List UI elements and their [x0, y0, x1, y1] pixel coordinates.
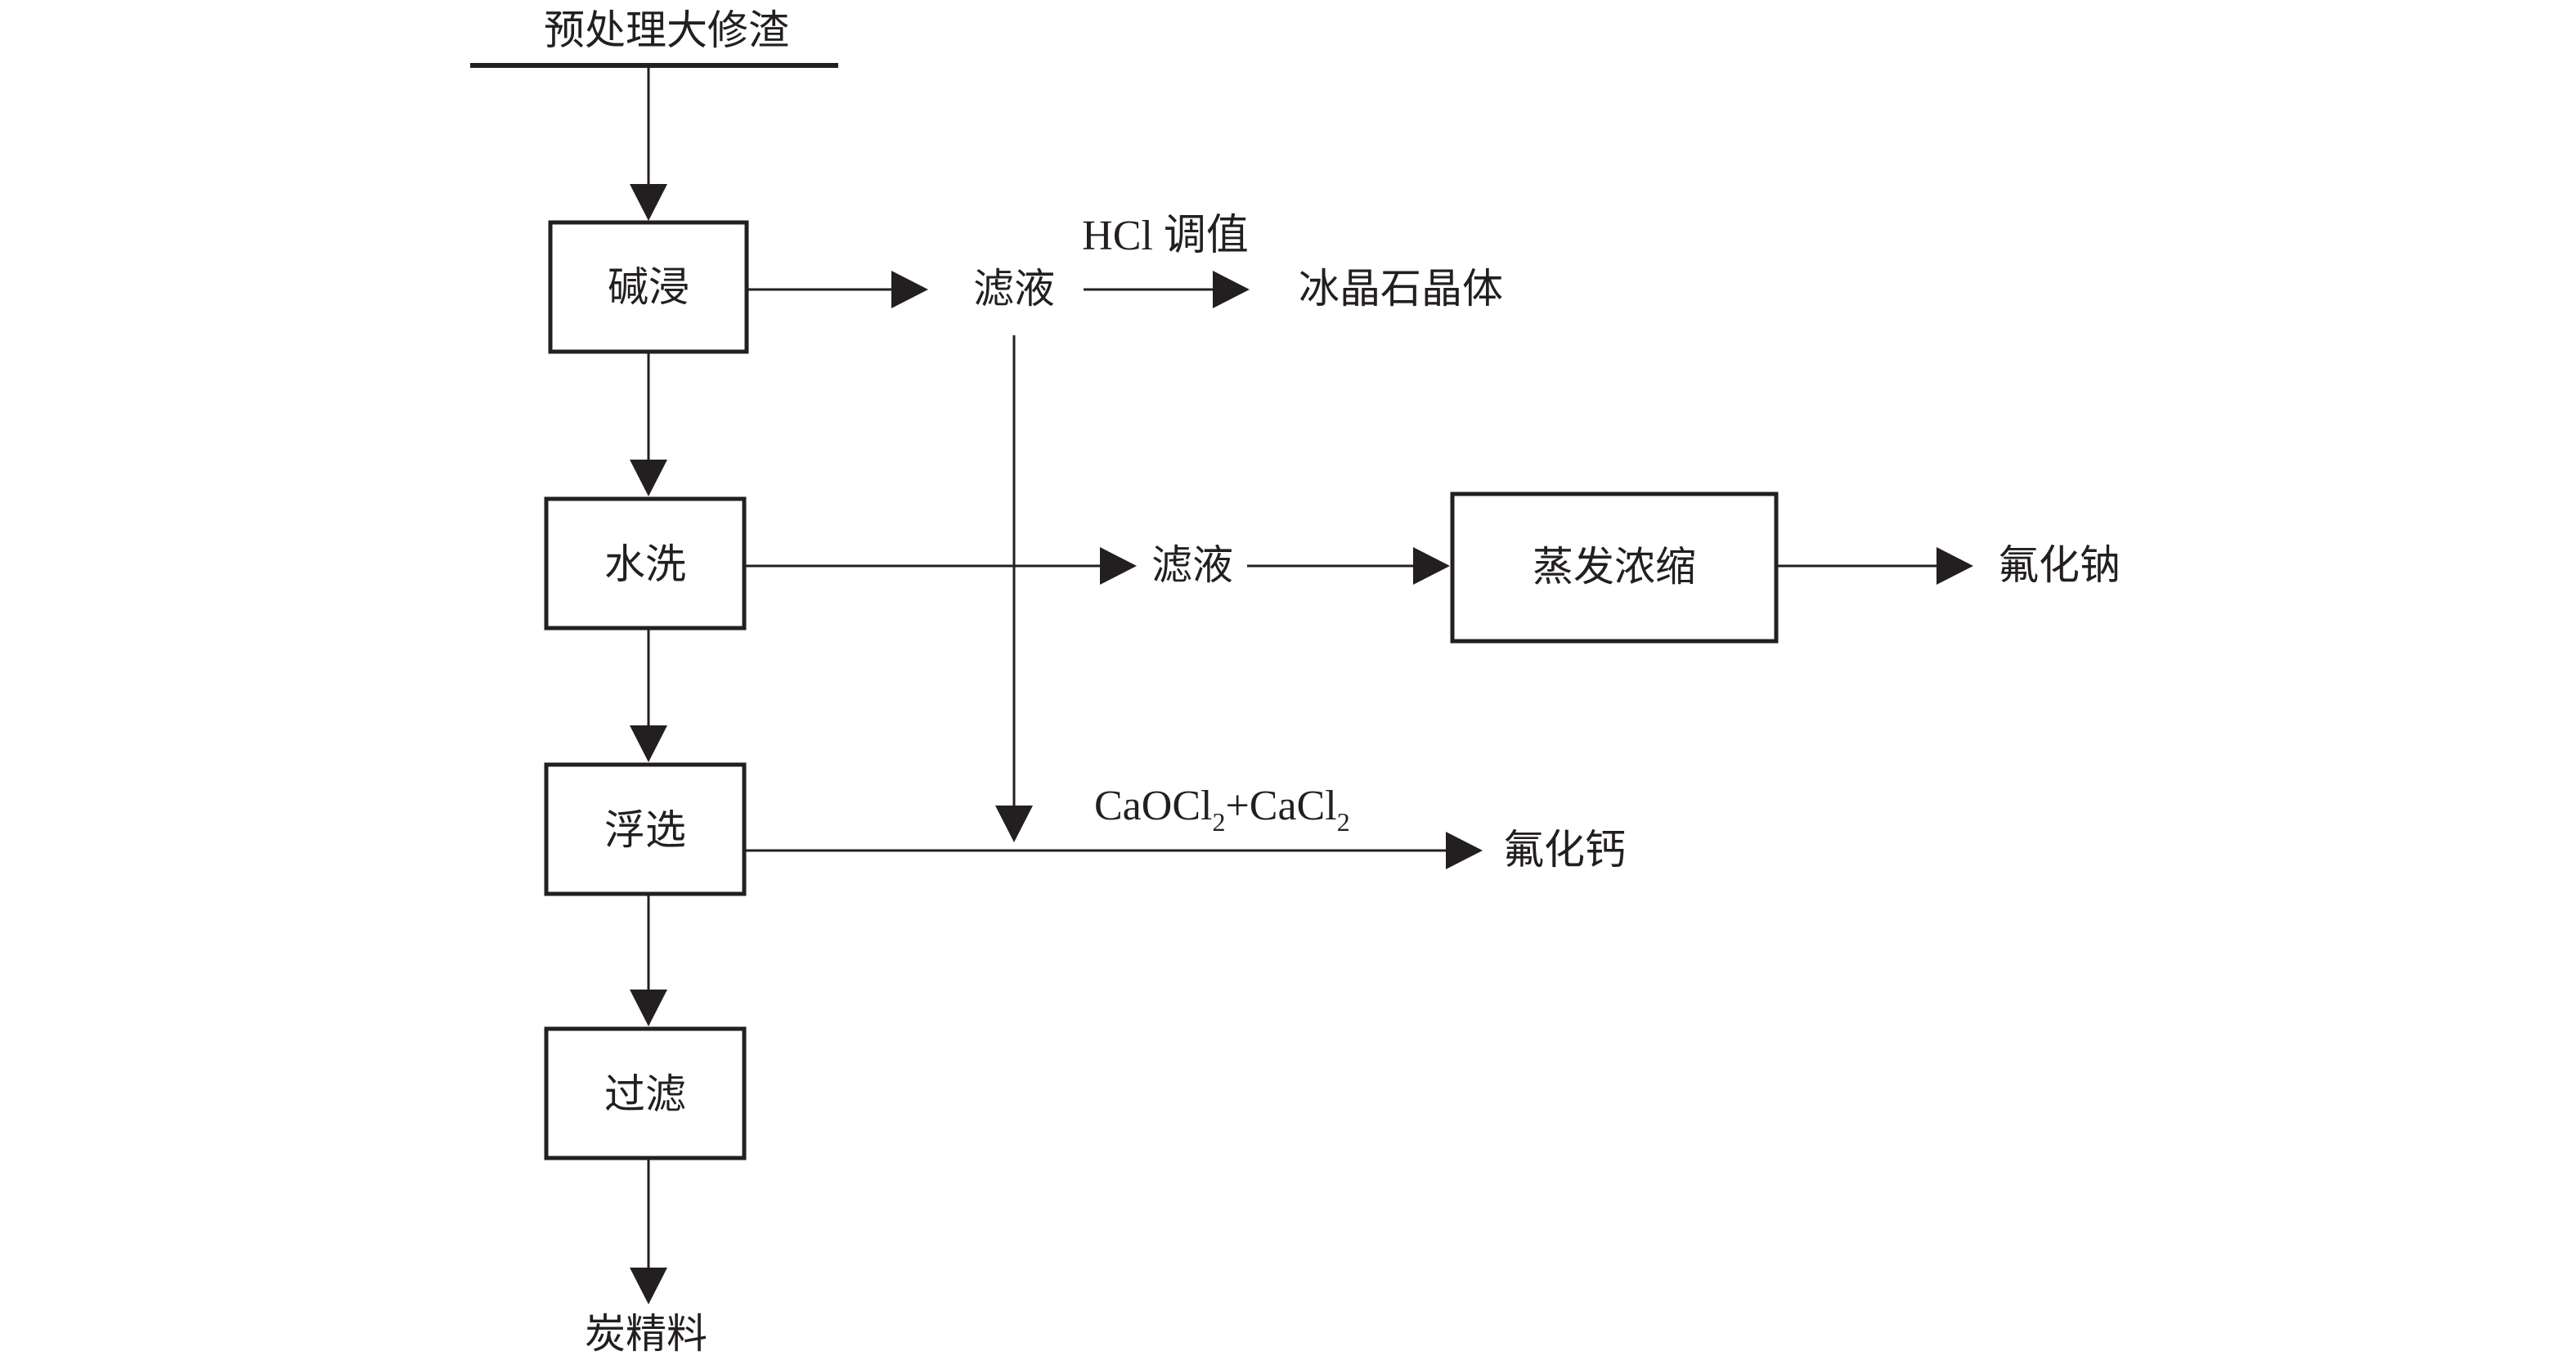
flotation-box: [544, 762, 747, 896]
sodium-fluoride-label: 氟化钠: [1998, 541, 2120, 589]
evaporation-label: 蒸发浓缩: [1533, 543, 1696, 590]
reagent-part-1: CaOCl: [1094, 783, 1212, 829]
arrow-to-filtrate-2: [1100, 547, 1137, 585]
arrow-to-cryolite: [1213, 271, 1250, 308]
filtrate-2-label: 滤液: [1151, 541, 1233, 589]
filtrate-1-label: 滤液: [973, 265, 1055, 312]
hcl-adjust-label: HCl 调值: [1082, 213, 1249, 259]
source-material-label: 预处理大修渣: [544, 7, 789, 54]
alkali-leach-label: 碱浸: [608, 263, 689, 311]
arrow-to-sodium-fluoride: [1936, 547, 1973, 585]
arrow-to-filter: [630, 990, 667, 1026]
arrow-to-filtrate-1: [891, 271, 928, 308]
reagent-sub-1: 2: [1212, 807, 1225, 837]
calcium-fluoride-label: 氟化钙: [1503, 826, 1626, 873]
filtration-box: [544, 1026, 747, 1160]
arrow-to-flotation: [630, 725, 667, 762]
arrow-to-carbon: [630, 1268, 667, 1304]
water-wash-label: 水洗: [604, 541, 686, 588]
evaporation-box: [1450, 491, 1779, 644]
alkali-leach-box: [548, 220, 749, 354]
reagent-part-2: +CaCl: [1225, 783, 1336, 829]
cryolite-label: 冰晶石晶体: [1299, 265, 1503, 312]
arrow-to-leach: [630, 184, 667, 221]
arrow-to-evaporation: [1413, 547, 1450, 585]
reagent-sub-2: 2: [1337, 807, 1350, 837]
carbon-concentrate-label: 炭精料: [585, 1310, 707, 1358]
arrow-to-flotation-line: [995, 806, 1033, 842]
filtration-label: 过滤: [604, 1070, 686, 1118]
arrow-to-calcium-fluoride: [1446, 832, 1483, 869]
arrow-to-wash: [630, 460, 667, 496]
water-wash-box: [544, 496, 747, 631]
reagent-label: CaOCl2+CaCl2: [1094, 783, 1350, 837]
flotation-label: 浮选: [604, 806, 686, 854]
